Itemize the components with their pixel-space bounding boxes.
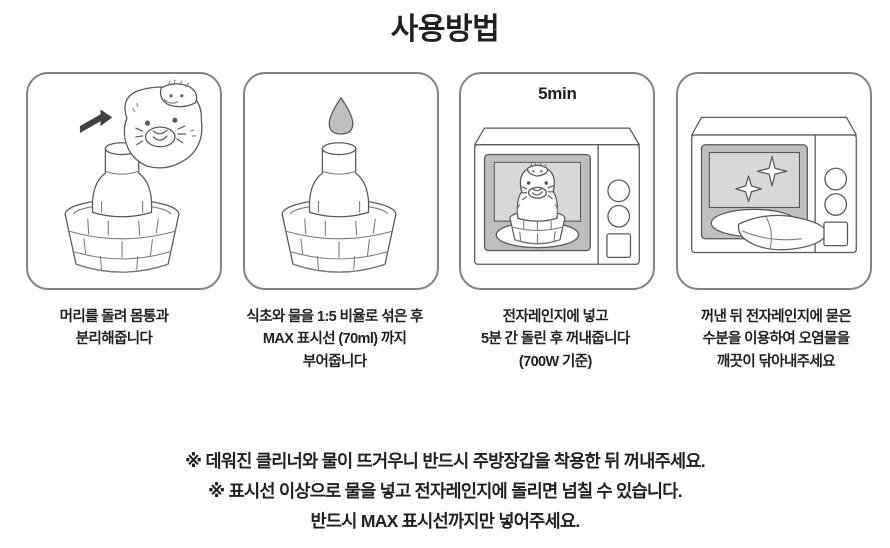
step-panels: 5min <box>26 72 872 290</box>
step-caption-4: 꺼낸 뒤 전자레인지에 묻은 수분을 이용하여 오염물을 깨끗이 닦아내주세요 <box>668 306 884 373</box>
caption-line: 꺼낸 뒤 전자레인지에 묻은 <box>700 309 852 325</box>
illustration-head-separate <box>64 79 203 273</box>
caption-line: (700W 기준) <box>518 353 592 370</box>
step-caption-3: 전자레인지에 넣고 5분 간 돌린 후 꺼내줍니다 (700W 기준) <box>447 306 663 373</box>
illustration-pour-liquid <box>281 97 397 273</box>
caption-line: 수분을 이용하여 오염물을 <box>702 331 850 348</box>
caption-line: 머리를 돌려 몸통과 <box>59 309 169 325</box>
warning-notes: ※ 데워진 클리너와 물이 뜨거우니 반드시 주방장갑을 착용한 뒤 꺼내주세요… <box>0 446 890 536</box>
step-panel-2 <box>242 72 439 290</box>
illustration-wipe-microwave <box>691 116 857 254</box>
microwave-time-label: 5min <box>538 84 577 103</box>
caption-line: 분리해줍니다 <box>75 331 153 348</box>
step-caption-1: 머리를 돌려 몸통과 분리해줍니다 <box>6 306 222 373</box>
warning-note-2: ※ 표시선 이상으로 물을 넣고 전자레인지에 돌리면 넘칠 수 있습니다. <box>208 481 682 502</box>
illustration-microwave-heating <box>474 127 641 265</box>
page-title: 사용방법 <box>390 13 500 46</box>
warning-note-3: 반드시 MAX 표시선까지만 넣어주세요. <box>310 511 580 532</box>
caption-line: 5분 간 돌린 후 꺼내줍니다 <box>481 331 630 348</box>
caption-line: 부어줍니다 <box>302 353 367 370</box>
caption-line: 깨끗이 닦아내주세요 <box>716 353 836 370</box>
step-caption-2: 식초와 물을 1:5 비율로 섞은 후 MAX 표시선 (70ml) 까지 부어… <box>227 306 443 373</box>
warning-note-1: ※ 데워진 클리너와 물이 뜨거우니 반드시 주방장갑을 착용한 뒤 꺼내주세요… <box>185 451 706 471</box>
step-panel-4 <box>675 72 872 290</box>
step-panel-3: 5min <box>459 72 656 290</box>
caption-line: 식초와 물을 1:5 비율로 섞은 후 <box>246 309 423 325</box>
caption-line: MAX 표시선 (70ml) 까지 <box>262 331 407 348</box>
step-panel-1 <box>26 72 222 290</box>
caption-line: 전자레인지에 넣고 <box>502 309 609 325</box>
step-captions: 머리를 돌려 몸통과 분리해줍니다 식초와 물을 1:5 비율로 섞은 후 MA… <box>6 306 884 373</box>
